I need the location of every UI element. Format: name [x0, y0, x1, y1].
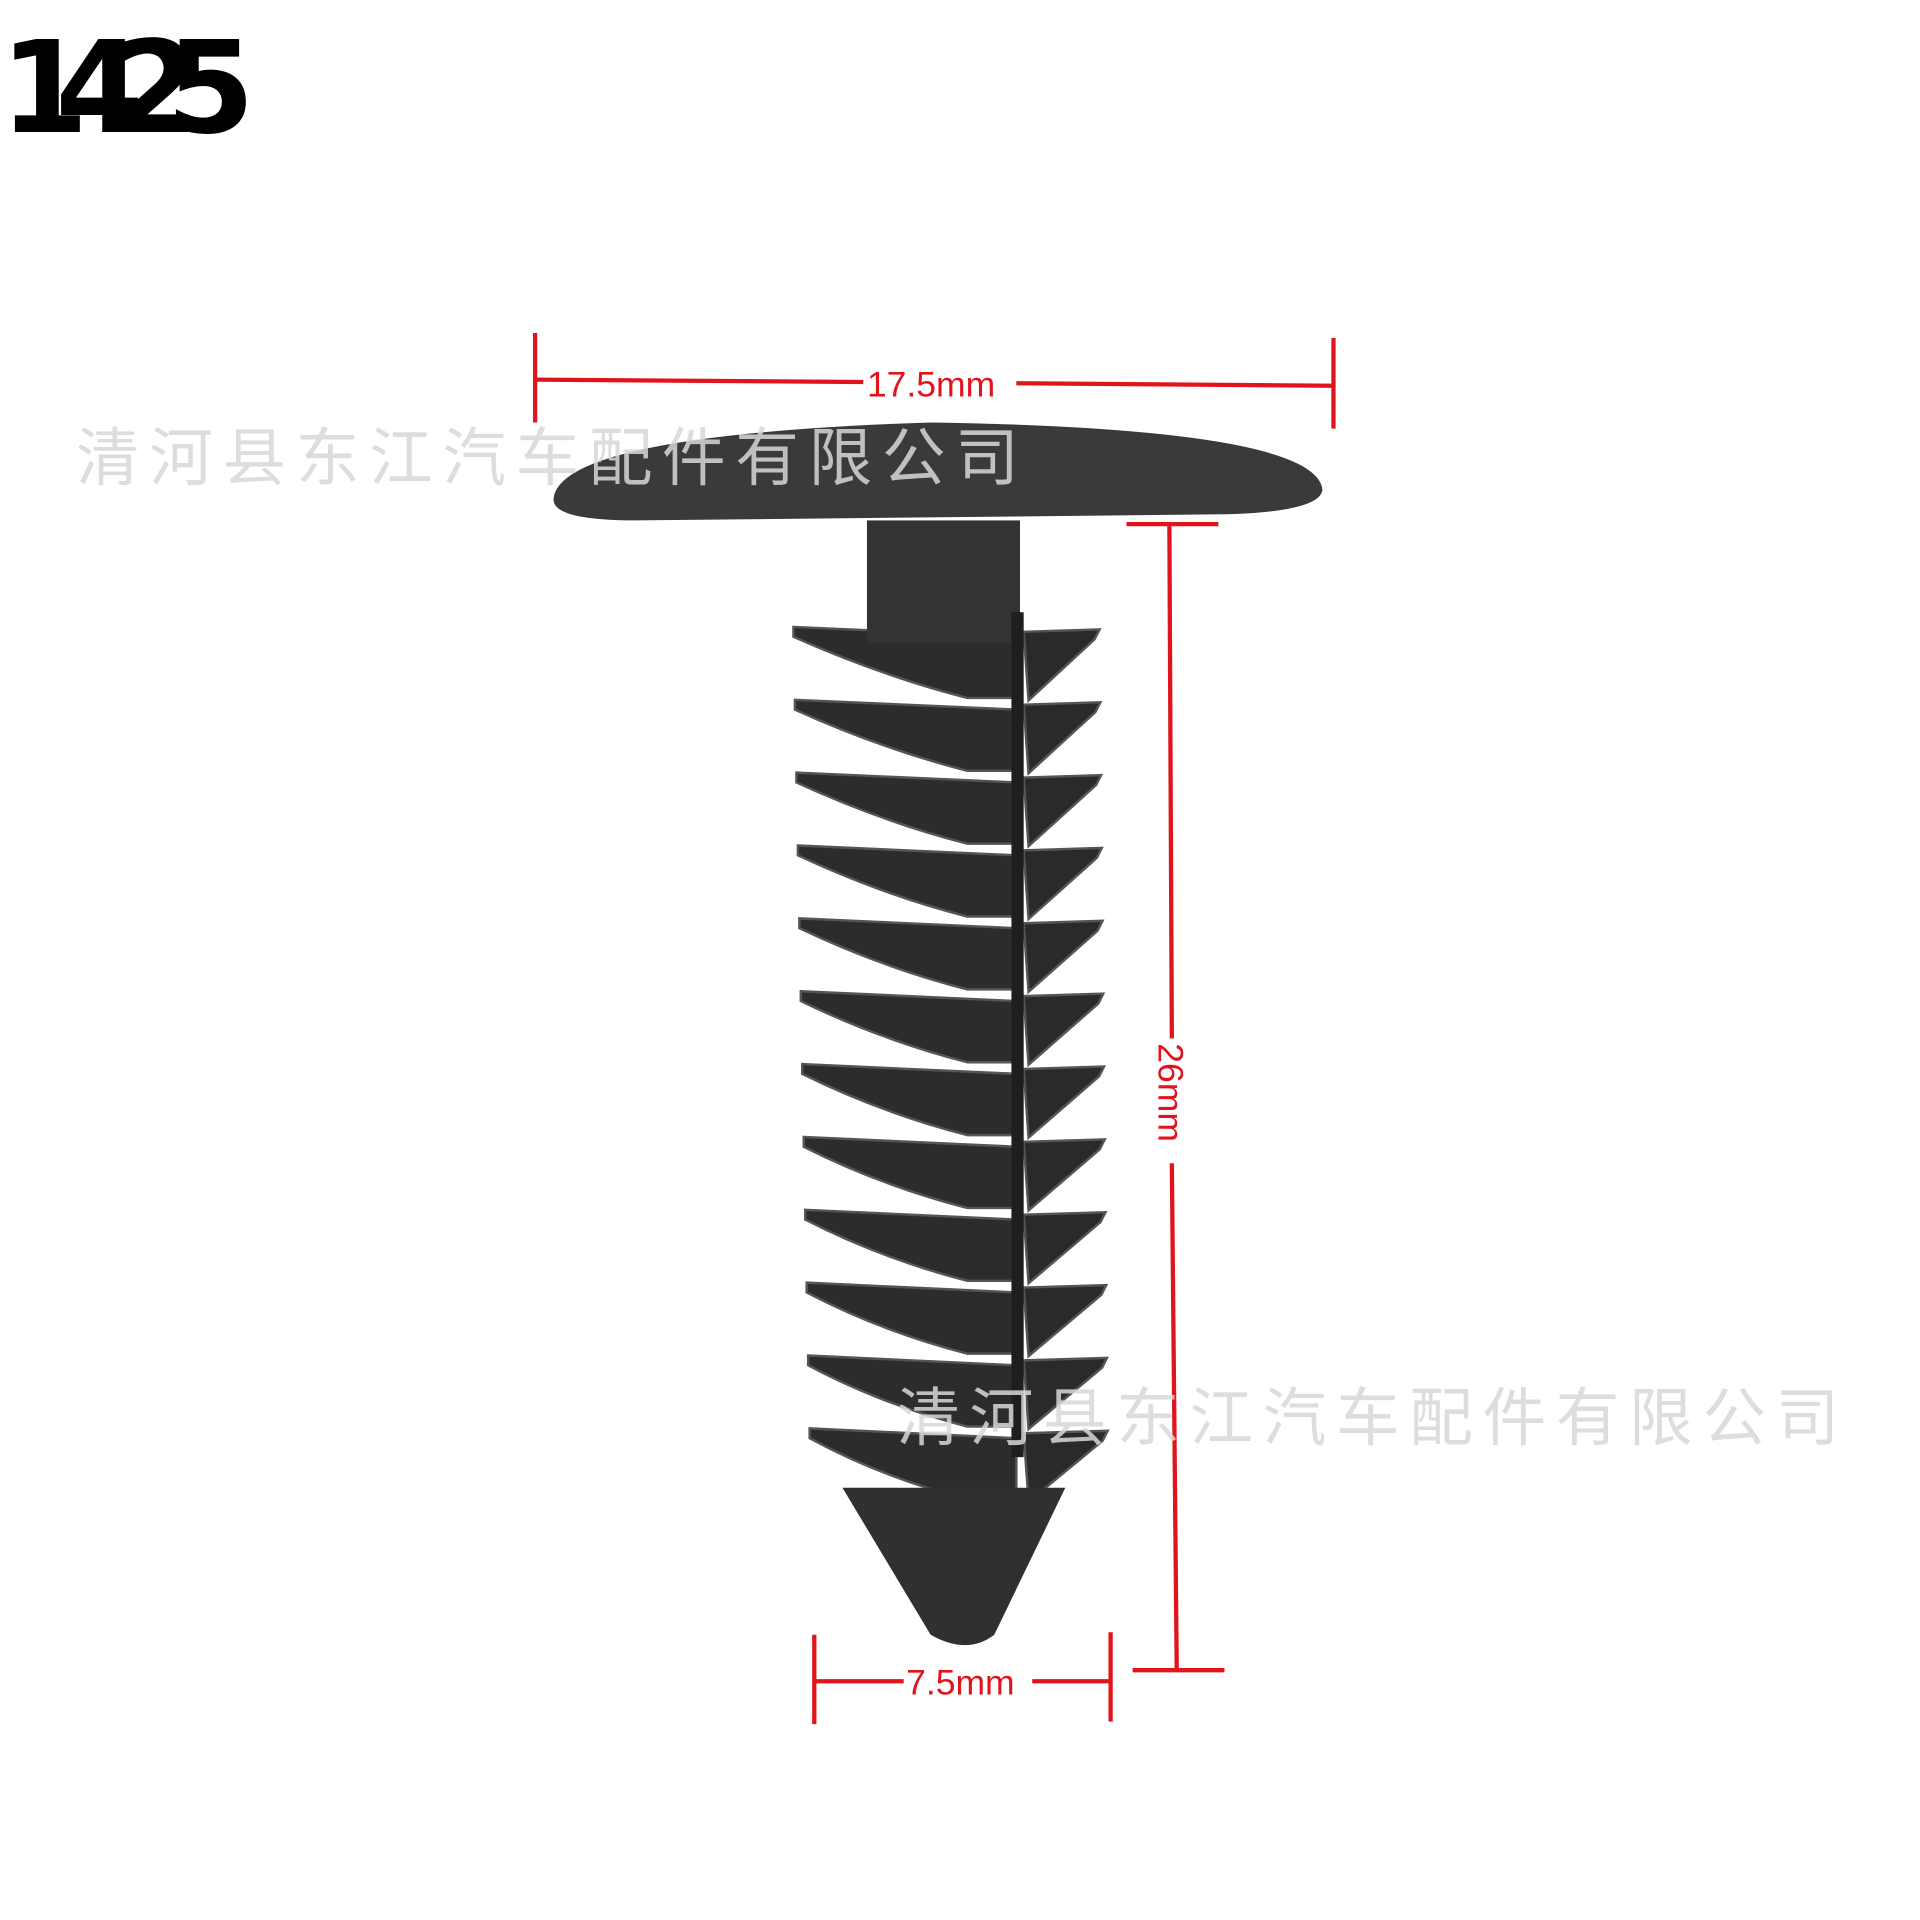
right-fin [1022, 628, 1102, 704]
clip-head [553, 422, 1323, 521]
clip-tip [842, 1487, 1066, 1646]
left-fin [801, 1062, 1018, 1137]
left-fin [799, 989, 1018, 1064]
right-fin [1022, 919, 1105, 995]
shank-diameter-label: 7.5mm [906, 1663, 1015, 1703]
clip-neck [866, 520, 1020, 643]
left-fin [798, 917, 1018, 991]
fins [792, 625, 1110, 1505]
right-fin [1022, 846, 1104, 922]
left-fin [792, 625, 1018, 700]
right-fin [1022, 992, 1106, 1068]
left-fin [795, 771, 1018, 845]
left-fin [804, 1208, 1018, 1283]
right-fin [1022, 1429, 1110, 1505]
right-fin [1022, 1210, 1108, 1286]
right-fin [1022, 1065, 1107, 1141]
watermark-top: 清河县东江汽车配件有限公司 [76, 422, 1019, 496]
clip-spine [1011, 612, 1024, 1458]
push-clip-fastener [553, 422, 1323, 1646]
left-fin [802, 1135, 1018, 1210]
left-fin [793, 698, 1018, 773]
head-diameter-label: 17.5mm [867, 365, 995, 405]
watermark-bottom: 清河县东江汽车配件有限公司 [896, 1382, 1839, 1456]
left-fin [796, 844, 1018, 918]
right-fin [1022, 1138, 1107, 1213]
right-fin [1022, 773, 1104, 849]
left-fin [805, 1281, 1018, 1355]
right-fin [1022, 1356, 1109, 1432]
right-fin [1022, 700, 1103, 776]
right-fin [1022, 1283, 1109, 1359]
length-label: 26mm [1150, 1043, 1190, 1142]
part-number: 1425 [0, 15, 255, 163]
dimension-lines [532, 333, 1336, 1725]
left-fin [806, 1354, 1018, 1428]
